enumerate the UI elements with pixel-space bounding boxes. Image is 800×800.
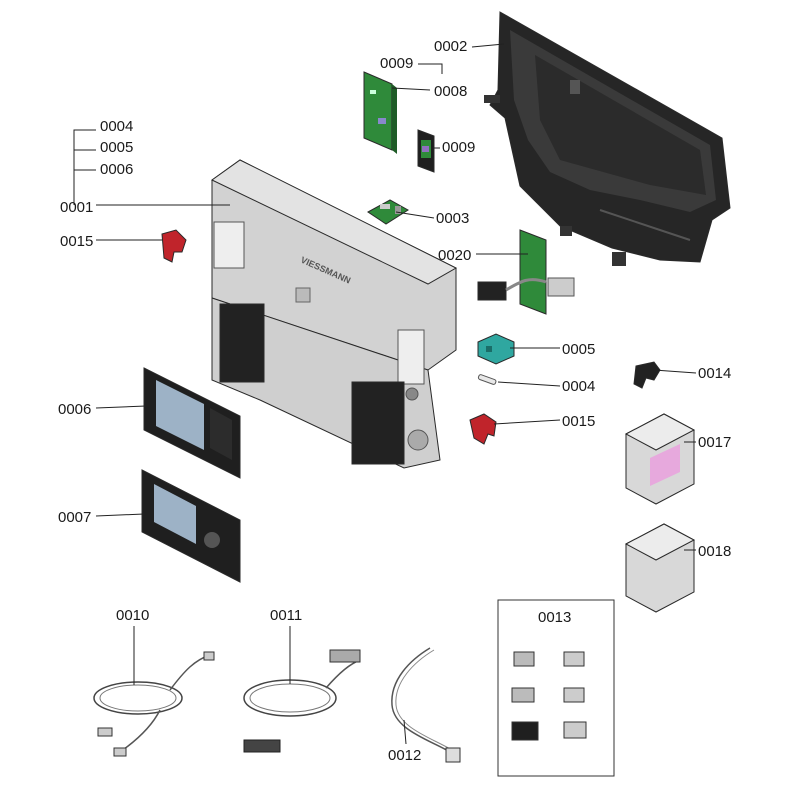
part-0014-cable-clip (633, 361, 661, 389)
part-0004-fuse (477, 374, 497, 385)
part-0018-module (624, 523, 696, 613)
leader-lines (73, 43, 697, 745)
label-0013: 0013 (538, 609, 571, 626)
label-0005b: 0005 (562, 341, 595, 358)
label-0015b: 0015 (562, 413, 595, 430)
part-labels: 0004 0005 0006 0001 0015 0002 0009 0008 … (58, 38, 731, 764)
part-0007-display-unit (141, 469, 241, 583)
part-0008-circuit-board (363, 71, 397, 154)
label-0010: 0010 (116, 607, 149, 624)
part-0010-cable-harness (93, 651, 215, 757)
label-0002: 0002 (434, 38, 467, 55)
part-0012-cable (391, 647, 461, 763)
label-0020: 0020 (438, 247, 471, 264)
part-0020-board-with-wiring (477, 229, 575, 315)
label-0004b: 0004 (562, 378, 595, 395)
label-0009b: 0009 (442, 139, 475, 156)
label-0017: 0017 (698, 434, 731, 451)
label-0005a: 0005 (100, 139, 133, 156)
label-0008: 0008 (434, 83, 467, 100)
label-0006a: 0006 (100, 161, 133, 178)
part-0003-connector-board (367, 199, 409, 225)
part-0005-teal-connector (477, 333, 515, 365)
part-0002-rear-housing (484, 11, 731, 266)
part-0009-small-board (417, 129, 435, 173)
label-0018: 0018 (698, 543, 731, 560)
label-0012: 0012 (388, 747, 421, 764)
part-0015-red-clip-left (161, 229, 187, 263)
label-0009a: 0009 (380, 55, 413, 72)
label-0011: 0011 (270, 607, 302, 624)
label-0004a: 0004 (100, 118, 133, 135)
part-0017-module (624, 413, 696, 505)
label-0014: 0014 (698, 365, 731, 382)
label-0001: 0001 (60, 199, 93, 216)
part-0006-display-unit (143, 367, 241, 479)
label-0015a: 0015 (60, 233, 93, 250)
label-0007: 0007 (58, 509, 91, 526)
part-0001-main-housing: VIESSMANN (211, 159, 458, 469)
label-0006b: 0006 (58, 401, 91, 418)
part-0015-red-clip-right (469, 413, 497, 445)
label-0003: 0003 (436, 210, 469, 227)
part-0013-connector-set (497, 599, 615, 777)
part-0011-cable-harness (243, 649, 361, 753)
